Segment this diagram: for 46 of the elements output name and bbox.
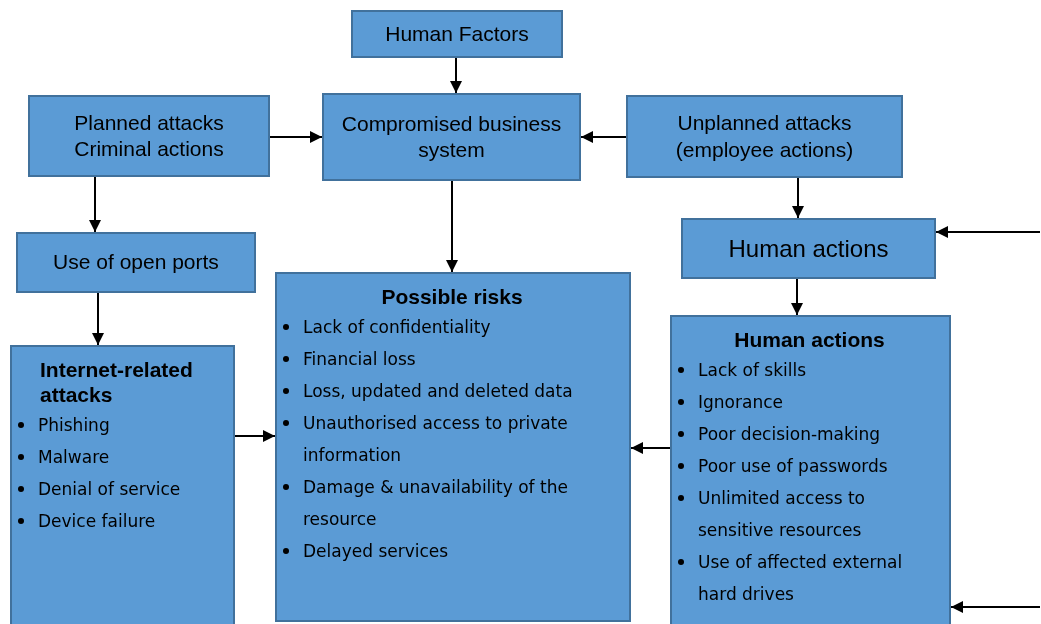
list-item: Loss, updated and deleted data <box>303 381 573 402</box>
box-label: Planned attacks Criminal actions <box>73 109 225 162</box>
arrow <box>791 278 803 316</box>
list-item: Denial of service <box>38 479 181 500</box>
list-item: Financial loss <box>303 349 416 370</box>
list-item: Delayed services <box>303 541 449 562</box>
list-heading: Human actions <box>733 327 886 353</box>
list-item: Unauthorised access to private information <box>303 413 568 466</box>
list-item: Poor use of passwords <box>698 456 888 477</box>
process-box <box>351 10 563 58</box>
arrow <box>792 177 804 219</box>
arrow <box>580 131 627 143</box>
list-item: Ignorance <box>698 392 783 413</box>
arrow <box>92 292 104 346</box>
list-item: Unlimited access to sensitive resources <box>698 488 866 541</box>
arrow <box>450 57 462 94</box>
list-item: Lack of skills <box>698 360 806 381</box>
box-label: Compromised business system <box>340 110 563 163</box>
arrow <box>89 176 101 233</box>
box-label: Unplanned attacks (employee actions) <box>674 110 855 163</box>
arrow <box>935 226 1041 238</box>
list-item: Damage & unavailability of the resource <box>303 477 568 530</box>
arrow <box>269 131 323 143</box>
process-box <box>16 232 256 293</box>
arrow <box>446 180 458 273</box>
list-item: Device failure <box>38 511 156 532</box>
list-item: Malware <box>38 447 110 468</box>
list-heading: Possible risks <box>380 284 524 310</box>
arrow <box>950 601 1041 613</box>
list-item: Poor decision-making <box>698 424 881 445</box>
list-item: Phishing <box>38 415 110 436</box>
list-item: Lack of confidentiality <box>303 317 491 338</box>
box-label: Use of open ports <box>53 249 219 276</box>
process-box <box>626 95 903 178</box>
list-box <box>670 315 951 624</box>
list-box <box>275 272 631 622</box>
process-box <box>28 95 270 177</box>
process-box <box>322 93 581 181</box>
list-item: Use of affected external hard drives <box>698 552 903 605</box>
arrow <box>234 430 276 442</box>
list-heading: Internet-related attacks <box>39 357 194 408</box>
list-box <box>10 345 235 624</box>
arrow <box>630 442 671 454</box>
process-box <box>681 218 936 279</box>
box-label: Human Factors <box>385 20 529 47</box>
box-label: Human actions <box>728 233 889 264</box>
